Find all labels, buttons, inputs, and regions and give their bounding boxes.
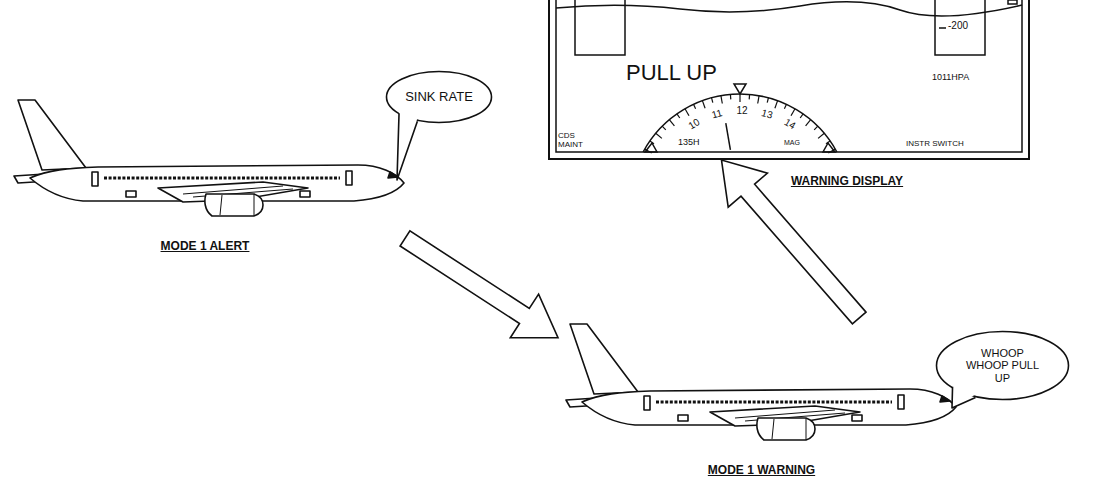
callout-text: SINK RATE (405, 90, 473, 105)
compass-tick (712, 98, 713, 103)
compass-tick (749, 94, 751, 99)
compass-tick (818, 133, 824, 138)
compass-tick (702, 101, 705, 109)
compass-tick (677, 114, 680, 118)
compass-tick (784, 104, 786, 109)
compass-tick (826, 141, 830, 144)
warning-display: PULL UP -200 1011HPA 10 11 12 13 14CDS MAINT 135… (548, 0, 1030, 160)
compass-tick (800, 114, 803, 118)
speech-bubble: SINK RATE (385, 70, 493, 124)
heading-number: 14 (782, 117, 797, 133)
status-label: INSTR SWITCH (906, 139, 964, 148)
compass-tick (739, 94, 740, 102)
aircraft-figure: MODE 1 ALERT (5, 95, 405, 258)
speech-bubble: WHOOP WHOOP PULL UP (935, 330, 1070, 401)
compass-tick (721, 96, 722, 104)
compass-tick (730, 94, 732, 99)
heading-number: 13 (760, 107, 774, 121)
compass-tick (767, 98, 768, 103)
figure-caption: MODE 1 WARNING (708, 464, 815, 478)
compass-tick (694, 104, 696, 109)
compass-tick (645, 149, 652, 153)
figure-caption: MODE 1 ALERT (161, 240, 250, 254)
compass-tick (814, 126, 818, 130)
compass-tick (791, 109, 795, 116)
flow-arrow (400, 231, 558, 338)
compass-tick (806, 120, 811, 126)
status-label: CDS MAINT (558, 131, 598, 149)
compass-tick (758, 96, 759, 104)
heading-mode: MAG (784, 139, 800, 147)
compass-tick (669, 120, 674, 126)
heading-number: 12 (736, 105, 747, 117)
heading-number: 11 (711, 107, 724, 121)
compass-tick (656, 133, 662, 138)
callout-text: WHOOP WHOOP PULL UP (959, 347, 1047, 385)
scale-value: -200 (948, 20, 968, 32)
compass-tick (662, 126, 666, 130)
compass-tick (775, 101, 778, 109)
heading-number: 10 (686, 117, 701, 133)
compass-tick (828, 149, 835, 153)
compass-tick (685, 109, 689, 116)
figure-caption: WARNING DISPLAY (791, 175, 903, 189)
aircraft-figure: MODE 1 WARNING (558, 318, 965, 482)
heading-readout: 135H (678, 137, 700, 147)
warning-text: PULL UP (626, 60, 717, 85)
compass-tick (650, 141, 654, 144)
baro-setting: 1011HPA (932, 72, 969, 82)
